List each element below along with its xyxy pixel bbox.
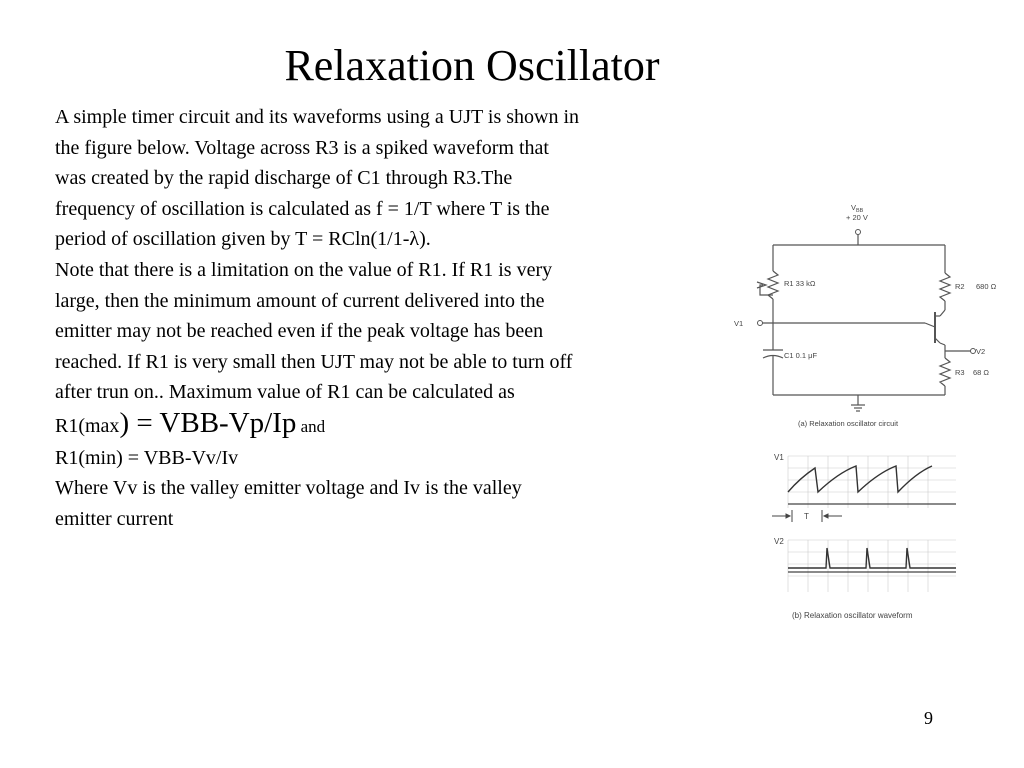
c1-label: C1 0.1 μF <box>784 351 818 360</box>
closing-line: emitter current <box>55 507 174 530</box>
paragraph-line: Note that there is a limitation on the v… <box>55 258 553 281</box>
v2-node-label: V2 <box>976 347 985 356</box>
svg-text:VBB: VBB <box>851 203 864 214</box>
v1-node-label: V1 <box>734 319 743 328</box>
vbb-subscript: BB <box>856 208 864 214</box>
paragraph-line: after trun on.. Maximum value of R1 can … <box>55 381 515 404</box>
formula-max-prefix: R1(max <box>55 414 120 437</box>
r1-label: R1 33 kΩ <box>784 279 816 288</box>
formula-max-body: ) = VBB-Vp/Ip <box>119 406 297 439</box>
slide-body: A simple timer circuit and its waveforms… <box>55 102 735 534</box>
circuit-caption: (a) Relaxation oscillator circuit <box>798 419 899 428</box>
formula-r1-max: R1(max) = VBB-Vp/Ip and <box>55 408 735 443</box>
waveform-caption: (b) Relaxation oscillator waveform <box>792 611 913 620</box>
v2-waveform: V2 (b) Relaxation oscillator waveform <box>774 537 956 620</box>
v1-waveform: V1 T <box>772 453 956 522</box>
closing-line: Where Vv is the valley emitter voltage a… <box>55 477 522 500</box>
period-label: T <box>804 512 809 521</box>
paragraph-line: A simple timer circuit and its waveforms… <box>55 106 580 128</box>
paragraph-line: reached. If R1 is very small then UJT ma… <box>55 350 573 373</box>
formula-max-suffix: and <box>296 416 326 436</box>
vbb-value: + 20 V <box>846 213 868 222</box>
v1-axis-label: V1 <box>774 453 784 462</box>
r2-label: R2 <box>955 282 965 291</box>
page-number: 9 <box>924 708 933 728</box>
vbb-label: V <box>851 203 856 212</box>
r3-label: R3 <box>955 368 965 377</box>
r2-value: 680 Ω <box>976 282 997 291</box>
paragraph-line: frequency of oscillation is calculated a… <box>55 197 550 220</box>
slide-title: Relaxation Oscillator <box>284 41 660 90</box>
paragraph-line: period of oscillation given by T = RCln(… <box>55 228 431 251</box>
formula-r1-min: R1(min) = VBB-Vv/Iv <box>55 446 239 469</box>
paragraph-line: large, then the minimum amount of curren… <box>55 289 545 312</box>
paragraph-line: was created by the rapid discharge of C1… <box>55 167 513 190</box>
v2-axis-label: V2 <box>774 537 784 546</box>
paragraph-line: emitter may not be reached even if the p… <box>55 320 544 343</box>
relaxation-oscillator-circuit: VBB + 20 V R1 33 kΩ R2 680 Ω V1 V2 C1 0.… <box>734 203 997 428</box>
r3-value: 68 Ω <box>973 368 989 377</box>
paragraph-line: the figure below. Voltage across R3 is a… <box>55 136 549 159</box>
